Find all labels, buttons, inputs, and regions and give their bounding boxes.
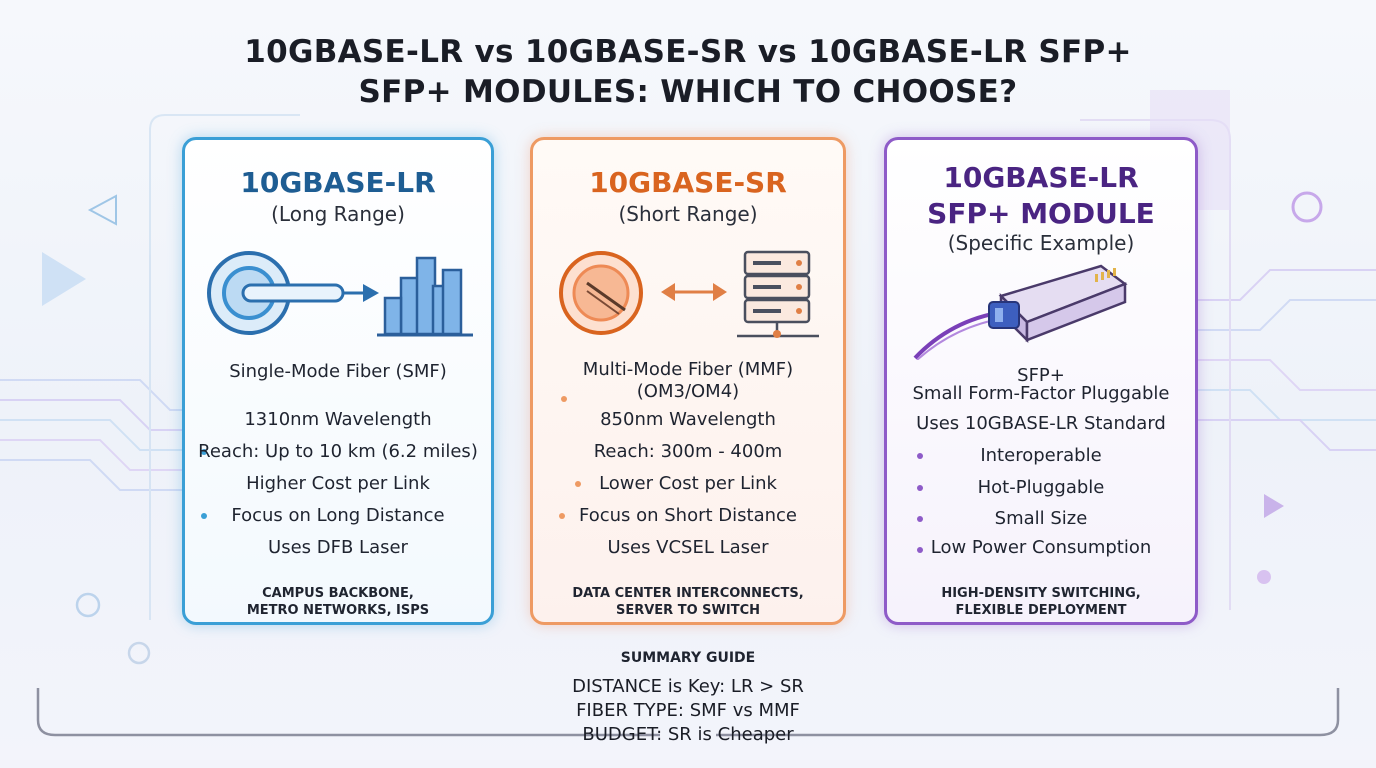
spec-focus: Focus on Long Distance <box>231 505 445 526</box>
bullet-dot <box>917 453 923 459</box>
bullet-dot <box>201 513 207 519</box>
spec-cost: Lower Cost per Link <box>599 473 777 494</box>
use-case-line2: METRO NETWORKS, ISPS <box>246 603 430 618</box>
standard: Uses 10GBASE-LR Standard <box>916 413 1166 434</box>
feature-small-size: Small Size <box>994 508 1088 529</box>
spec-wavelength: 1310nm Wavelength <box>244 409 432 430</box>
card-title: 10GBASE-LR SFP+ MODULE <box>887 160 1195 232</box>
card-subtitle: (Long Range) <box>271 202 405 226</box>
bullet-dot <box>575 481 581 487</box>
feature-hot-pluggable: Hot-Pluggable <box>977 477 1105 498</box>
card-subtitle: (Short Range) <box>618 202 758 226</box>
card-10gbase-sr: 10GBASE-SR (Short Range) Multi-Mode Fibe… <box>530 137 846 625</box>
use-case-line2: FLEXIBLE DEPLOYMENT <box>955 603 1127 618</box>
sfp-transceiver-icon <box>913 264 1128 360</box>
use-case-line1: HIGH-DENSITY SWITCHING, <box>941 586 1141 601</box>
use-case-line1: CAMPUS BACKBONE, <box>262 586 414 601</box>
form-factor-full: Small Form-Factor Pluggable <box>912 383 1170 404</box>
card-title-line2: SFP+ MODULE <box>927 197 1155 230</box>
form-factor: SFP+ <box>1017 365 1065 386</box>
spec-laser: Uses DFB Laser <box>268 537 408 558</box>
spec-reach: Reach: 300m - 400m <box>593 441 783 462</box>
card-title-line1: 10GBASE-LR <box>943 161 1139 194</box>
feature-interoperable: Interoperable <box>980 445 1102 466</box>
fiber-to-city-icon <box>207 251 473 337</box>
card-subtitle: (Specific Example) <box>947 231 1135 255</box>
use-case-line1: DATA CENTER INTERCONNECTS, <box>572 586 804 601</box>
bullet-dot <box>201 449 207 455</box>
spec-focus: Focus on Short Distance <box>578 505 797 526</box>
fiber-type: Multi-Mode Fiber (MMF) <box>582 359 794 380</box>
fiber-to-server-icon <box>559 250 819 338</box>
page-title-line2: SFP+ MODULES: WHICH TO CHOOSE? <box>358 74 1018 110</box>
summary-line-fiber: FIBER TYPE: SMF vs MMF <box>576 700 800 721</box>
use-cases: CAMPUS BACKBONE, METRO NETWORKS, ISPS <box>185 585 491 619</box>
use-cases: DATA CENTER INTERCONNECTS, SERVER TO SWI… <box>533 585 843 619</box>
page-title-line1: 10GBASE-LR vs 10GBASE-SR vs 10GBASE-LR S… <box>244 34 1132 70</box>
card-10gbase-lr: 10GBASE-LR (Long Range) Single-Mode Fibe… <box>182 137 494 625</box>
spec-reach: Reach: Up to 10 km (6.2 miles) <box>198 441 478 462</box>
summary-line-distance: DISTANCE is Key: LR > SR <box>572 676 804 697</box>
card-10gbase-lr-sfp-module: 10GBASE-LR SFP+ MODULE (Specific Example… <box>884 137 1198 625</box>
summary-line-budget: BUDGET: SR is Cheaper <box>582 724 794 745</box>
card-title: 10GBASE-SR <box>589 166 787 199</box>
fiber-grade: (OM3/OM4) <box>636 381 740 402</box>
bullet-dot <box>561 396 567 402</box>
spec-laser: Uses VCSEL Laser <box>607 537 769 558</box>
spec-wavelength: 850nm Wavelength <box>600 409 776 430</box>
bullet-dot <box>917 547 923 553</box>
bullet-dot <box>559 513 565 519</box>
card-title: 10GBASE-LR <box>240 166 436 199</box>
bullet-dot <box>917 516 923 522</box>
feature-low-power: Low Power Consumption <box>930 537 1152 558</box>
use-cases: HIGH-DENSITY SWITCHING, FLEXIBLE DEPLOYM… <box>887 585 1195 619</box>
spec-cost: Higher Cost per Link <box>246 473 430 494</box>
bullet-dot <box>917 485 923 491</box>
fiber-type: Single-Mode Fiber (SMF) <box>229 361 447 382</box>
use-case-line2: SERVER TO SWITCH <box>615 603 760 618</box>
summary-heading: SUMMARY GUIDE <box>620 650 756 666</box>
